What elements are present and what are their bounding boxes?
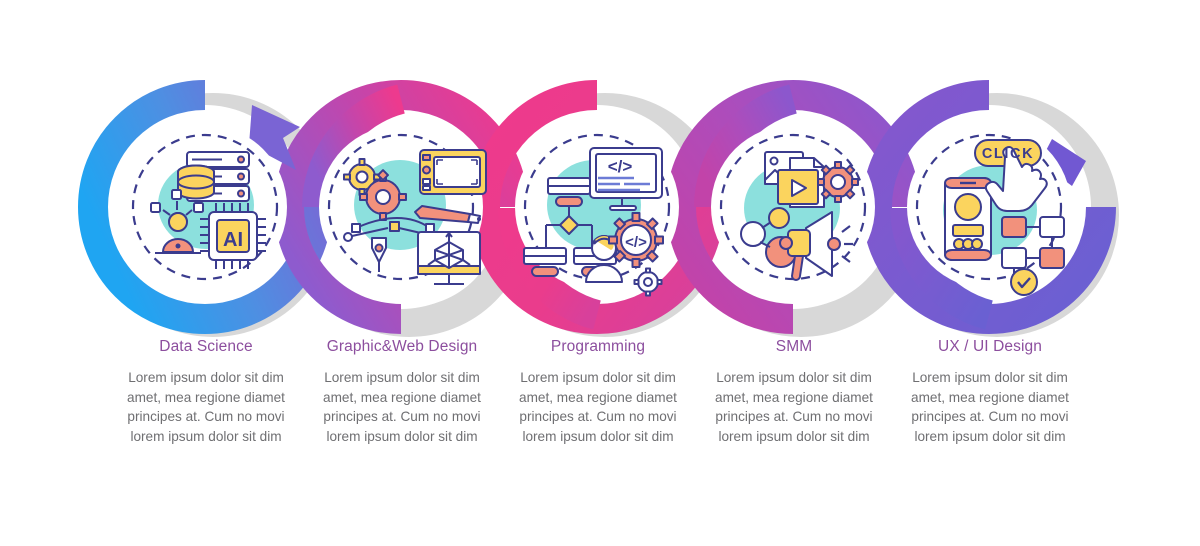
icon-circle-1: AI <box>123 125 287 289</box>
step-labels-row: Data Science Lorem ipsum dolor sit dim a… <box>0 338 1200 498</box>
ribbon-arrowhead <box>249 105 300 170</box>
icon-circle-2 <box>319 125 487 289</box>
gear-tiny <box>633 267 663 297</box>
icon-circle-4 <box>711 125 875 289</box>
icon-circle-3: </> </> <box>515 125 679 297</box>
ribbon-under-segments <box>78 80 1116 334</box>
data-science-icon <box>150 151 266 269</box>
ribbon-tail-cap <box>1040 139 1086 186</box>
step-title-data-science: Data Science <box>159 338 253 355</box>
smm-icon <box>740 151 859 281</box>
step-title-programming: Programming <box>550 338 646 355</box>
gear-small <box>343 158 381 196</box>
step-column-1: Data Science Lorem ipsum dolor sit dim a… <box>108 338 304 498</box>
click-label: CLICK <box>982 146 1034 162</box>
gear-large <box>359 169 407 221</box>
gear-smm <box>817 161 859 203</box>
step-title-smm: SMM <box>775 338 813 355</box>
step-title-ux-ui-design: UX / UI Design <box>938 338 1042 355</box>
step-column-4: SMM Lorem ipsum dolor sit dim amet, mea … <box>696 338 892 498</box>
step-column-2: Graphic&Web Design Lorem ipsum dolor sit… <box>304 338 500 498</box>
graphic-web-design-icon <box>343 149 487 285</box>
svg-text:</>: </> <box>625 234 647 251</box>
programming-icon <box>523 147 664 297</box>
step-description-graphic-web-design: Lorem ipsum dolor sit dim amet, mea regi… <box>323 370 481 444</box>
ux-ui-design-icon <box>944 139 1065 296</box>
step-description-programming: Lorem ipsum dolor sit dim amet, mea regi… <box>519 370 677 444</box>
step-description-ux-ui-design: Lorem ipsum dolor sit dim amet, mea regi… <box>911 370 1069 444</box>
step-column-5: UX / UI Design Lorem ipsum dolor sit dim… <box>892 338 1088 498</box>
icon-circle-5: CLICK <box>907 125 1071 296</box>
svg-text:AI: AI <box>223 229 243 251</box>
step-description-data-science: Lorem ipsum dolor sit dim amet, mea regi… <box>127 370 285 444</box>
svg-text:</>: </> <box>608 157 633 176</box>
code-gear <box>608 212 664 268</box>
step-column-3: Programming Lorem ipsum dolor sit dim am… <box>500 338 696 498</box>
step-description-smm: Lorem ipsum dolor sit dim amet, mea regi… <box>715 370 873 444</box>
step-title-graphic-web-design: Graphic&Web Design <box>326 338 478 355</box>
